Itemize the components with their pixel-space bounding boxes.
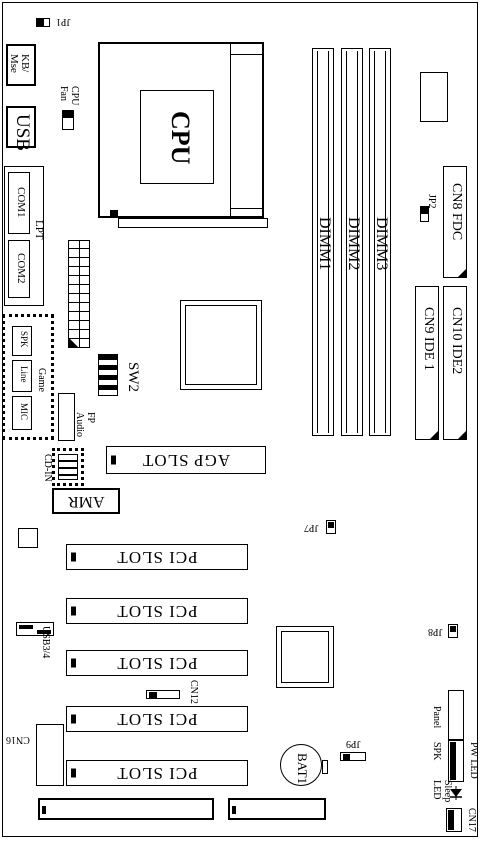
spk-panel-label: SPK xyxy=(431,742,442,761)
cn8-fdc-connector: CN8 FDC xyxy=(443,166,467,278)
com1-label: COM1 xyxy=(15,187,27,218)
southbridge-chip xyxy=(276,626,334,688)
fp-audio-header xyxy=(58,393,75,441)
panel-label: Panel xyxy=(431,706,442,729)
pci-slot-2-label: PCI SLOT xyxy=(116,602,198,621)
cd-in-label: CD-IN xyxy=(42,454,53,482)
cn10-ide2-connector: CN10 IDE2 xyxy=(443,286,467,440)
sw2-dip-switch xyxy=(98,354,118,396)
pci-slot-5: PCI SLOT xyxy=(66,760,248,786)
jp1-label: JP1 xyxy=(56,16,71,27)
fp-audio-label: FP Audio xyxy=(74,412,96,437)
pci-slot-4-label: PCI SLOT xyxy=(116,710,198,729)
jp2-label: JP2 xyxy=(426,194,437,209)
led-diode-icon xyxy=(448,786,464,800)
small-component xyxy=(18,528,38,548)
cpu-label: CPU xyxy=(166,111,195,165)
jp7-jumper xyxy=(326,520,336,534)
bios-chip xyxy=(420,72,448,122)
cd-in-area xyxy=(52,448,84,486)
pci-slot-5-label: PCI SLOT xyxy=(116,764,198,783)
audio-connectors-area xyxy=(2,314,54,440)
pw-led-label: PW LED xyxy=(468,742,479,779)
bottom-slot-right xyxy=(228,798,326,820)
cd-in-header xyxy=(58,454,78,480)
pci-slot-1-label: PCI SLOT xyxy=(116,548,198,567)
jp9-jumper xyxy=(340,752,366,761)
jp8-jumper xyxy=(448,624,458,638)
cn9-label: CN9 IDE 1 xyxy=(421,307,436,371)
cpu-lever xyxy=(118,218,268,228)
kb-mse-connector: KB/ Mse xyxy=(6,44,36,86)
cn12-label: CN12 xyxy=(188,680,199,704)
sw2-label: SW2 xyxy=(125,362,141,392)
usb-connector: USB xyxy=(6,106,36,151)
dimm2-label: DIMM2 xyxy=(345,217,362,271)
pci-slot-3-label: PCI SLOT xyxy=(116,654,198,673)
pci-slot-2: PCI SLOT xyxy=(66,598,248,624)
cn17-label: CN17 xyxy=(466,808,477,832)
kb-mse-label: KB/ Mse xyxy=(8,54,31,73)
pci-slot-3: PCI SLOT xyxy=(66,650,248,676)
jp2-jumper xyxy=(420,206,429,222)
battery-bat1: BAT1 xyxy=(280,744,322,786)
dimm2-slot: DIMM2 xyxy=(341,48,363,436)
cn9-ide1-connector: CN9 IDE 1 xyxy=(415,286,439,440)
spk-audio-jack: SPK xyxy=(12,326,32,356)
cpu-fan-header xyxy=(62,110,74,130)
usb-label: USB xyxy=(12,114,33,151)
cn17-header xyxy=(446,808,462,832)
cpu-die: CPU xyxy=(140,90,214,184)
cpu-fan-label: CPU Fan xyxy=(58,86,80,106)
spk-pwled-header xyxy=(448,740,464,782)
cn10-label: CN10 IDE2 xyxy=(449,307,464,375)
jp7-label: JP7 xyxy=(304,522,319,533)
jp9-label: JP9 xyxy=(346,738,361,749)
pci-slot-4: PCI SLOT xyxy=(66,706,248,732)
bottom-slot-left xyxy=(38,798,214,820)
game-label: Game xyxy=(36,368,47,392)
agp-slot-label: AGP SLOT xyxy=(141,451,231,470)
dimm1-label: DIMM1 xyxy=(316,217,333,271)
lpt-label: LPT xyxy=(33,220,45,240)
amr-label: AMR xyxy=(68,493,105,510)
com1-connector: COM1 xyxy=(8,172,30,234)
com2-label: COM2 xyxy=(15,253,27,284)
spk-audio-label: SPK xyxy=(19,331,29,348)
bat1-label: BAT1 xyxy=(295,753,310,785)
jp8-label: JP8 xyxy=(428,626,443,637)
atx-power-connector xyxy=(68,240,90,348)
mic-jack: MIC xyxy=(12,396,32,430)
usb34-header xyxy=(16,622,54,636)
cn8-label: CN8 FDC xyxy=(449,183,464,241)
jp1-jumper xyxy=(36,18,50,27)
line-jack: Line xyxy=(12,360,32,392)
dimm3-label: DIMM3 xyxy=(373,217,390,271)
cn12-header xyxy=(146,690,180,699)
amr-slot: AMR xyxy=(52,488,120,514)
cn16-header xyxy=(36,724,64,786)
com2-connector: COM2 xyxy=(8,240,30,298)
usb34-label: USB3/4 xyxy=(40,626,51,659)
mic-label: MIC xyxy=(19,403,29,421)
agp-slot: AGP SLOT xyxy=(106,446,266,474)
northbridge-chip xyxy=(180,300,262,390)
front-panel-header xyxy=(448,690,464,740)
cn16-label: CN16 xyxy=(6,734,30,745)
dimm3-slot: DIMM3 xyxy=(369,48,391,436)
battery-clip xyxy=(322,760,328,774)
dimm1-slot: DIMM1 xyxy=(312,48,334,436)
sleep-led-label: Sleep LED xyxy=(431,780,454,803)
line-label: Line xyxy=(19,366,29,383)
pci-slot-1: PCI SLOT xyxy=(66,544,248,570)
